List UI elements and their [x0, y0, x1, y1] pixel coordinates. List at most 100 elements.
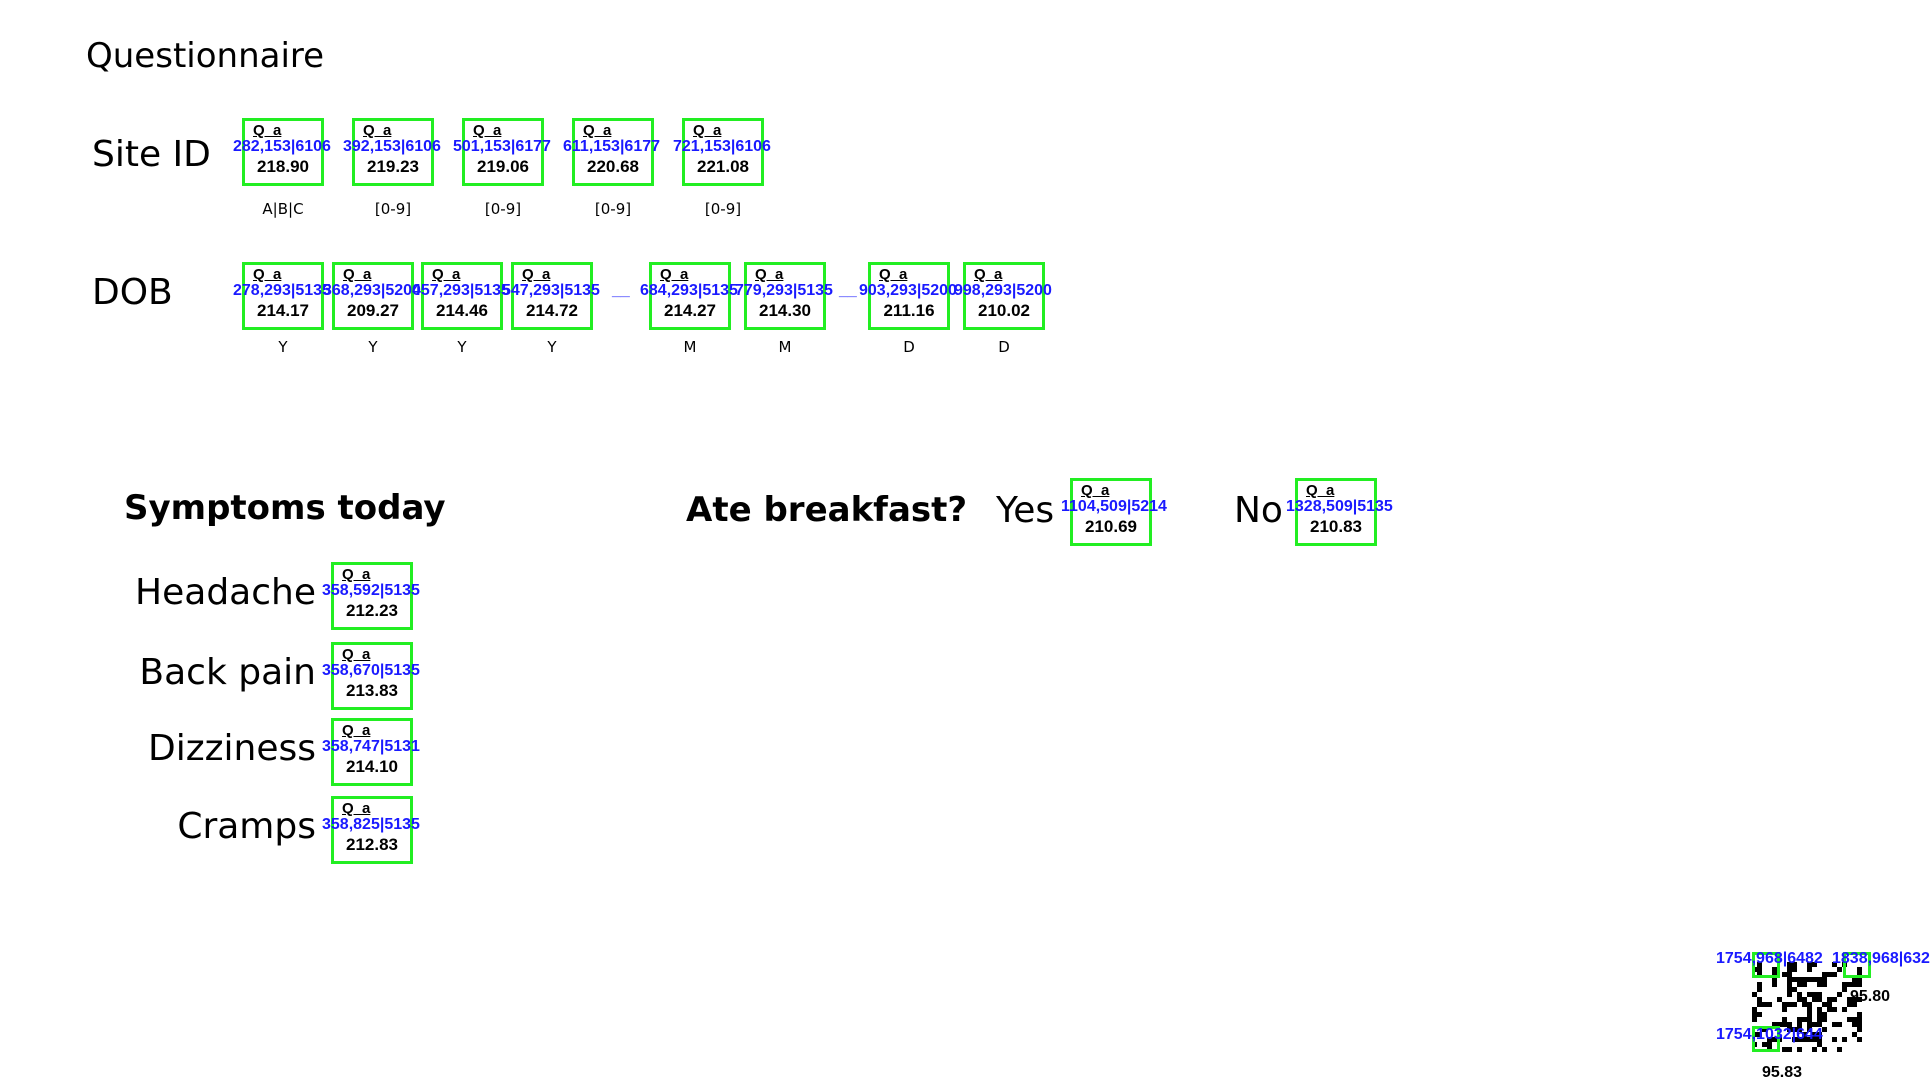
breakfast-option-label: No: [1234, 490, 1283, 531]
box-coordinates: 998,293|5200: [954, 282, 1052, 299]
box-score: 210.83: [1310, 517, 1362, 536]
box-format-hint: D: [903, 338, 915, 356]
box-field-id: Q_a: [342, 722, 371, 739]
box-coordinates: 457,293|5135: [412, 282, 510, 299]
box-score: 214.30: [759, 301, 811, 320]
box-format-hint: [0-9]: [484, 200, 522, 218]
box-format-hint: Y: [368, 338, 378, 356]
box-score: 214.27: [664, 301, 716, 320]
box-format-hint: A|B|C: [262, 200, 304, 218]
qr-coord-top-left: 1754,968|6482: [1716, 950, 1823, 967]
box-coordinates: 358,747|5131: [322, 738, 420, 755]
box-score: 221.08: [697, 157, 749, 176]
box-score: 214.72: [526, 301, 578, 320]
box-field-id: Q_a: [363, 122, 392, 139]
box-field-id: Q_a: [660, 266, 689, 283]
symptoms-heading: Symptoms today: [124, 488, 446, 528]
box-score: 213.83: [346, 681, 398, 700]
qr-code-icon: [1752, 962, 1862, 1052]
box-score: 214.10: [346, 757, 398, 776]
box-format-hint: [0-9]: [374, 200, 412, 218]
box-coordinates: 779,293|5135: [735, 282, 833, 299]
box-coordinates: 278,293|5135: [233, 282, 331, 299]
symptom-label: Dizziness: [148, 728, 316, 769]
box-coordinates: 1104,509|5214: [1061, 498, 1167, 515]
box-format-hint: M: [683, 338, 697, 356]
box-field-id: Q_a: [583, 122, 612, 139]
breakfast-option-label: Yes: [996, 490, 1055, 531]
box-coordinates: 903,293|5200: [859, 282, 957, 299]
box-field-id: Q_a: [473, 122, 502, 139]
box-coordinates: 358,825|5135: [322, 816, 420, 833]
qr-value-bottom: 95.83: [1762, 1064, 1803, 1081]
box-field-id: Q_a: [432, 266, 461, 283]
box-score: 214.46: [436, 301, 488, 320]
box-score: 219.06: [477, 157, 529, 176]
box-coordinates: 611,153|6177: [563, 138, 661, 155]
box-score: 218.90: [257, 157, 309, 176]
box-coordinates: 1328,509|5135: [1286, 498, 1393, 515]
box-score: 212.23: [346, 601, 398, 620]
symptom-label: Cramps: [177, 806, 316, 847]
box-coordinates: 368,293|5200: [323, 282, 421, 299]
box-coordinates: 684,293|5135: [640, 282, 738, 299]
box-field-id: Q_a: [1306, 482, 1335, 499]
box-format-hint: D: [998, 338, 1010, 356]
box-field-id: Q_a: [342, 646, 371, 663]
qr-anchor-bottom-left: [1752, 1026, 1780, 1052]
box-coordinates: 358,592|5135: [322, 582, 420, 599]
dob-separator: __: [839, 282, 857, 299]
qr-anchor-top-right: [1843, 952, 1871, 978]
box-field-id: Q_a: [342, 800, 371, 817]
site-id-label: Site ID: [92, 134, 211, 175]
box-score: 212.83: [346, 835, 398, 854]
box-field-id: Q_a: [693, 122, 722, 139]
box-coordinates: 358,670|5135: [322, 662, 420, 679]
box-score: 211.16: [883, 301, 935, 320]
box-field-id: Q_a: [343, 266, 372, 283]
box-score: 214.17: [257, 301, 309, 320]
qr-value-right: 95.80: [1850, 988, 1891, 1005]
box-score: 209.27: [347, 301, 399, 320]
box-score: 219.23: [367, 157, 419, 176]
box-coordinates: 282,153|6106: [233, 138, 331, 155]
qr-code: [1752, 958, 1872, 1058]
box-field-id: Q_a: [253, 122, 282, 139]
box-score: 210.02: [978, 301, 1030, 320]
box-field-id: Q_a: [879, 266, 908, 283]
box-field-id: Q_a: [342, 566, 371, 583]
box-field-id: Q_a: [253, 266, 282, 283]
breakfast-heading: Ate breakfast?: [686, 490, 968, 530]
box-field-id: Q_a: [974, 266, 1003, 283]
box-coordinates: 501,153|6177: [453, 138, 551, 155]
box-score: 210.69: [1085, 517, 1137, 536]
box-format-hint: Y: [547, 338, 557, 356]
box-field-id: Q_a: [1081, 482, 1110, 499]
box-field-id: Q_a: [755, 266, 784, 283]
box-format-hint: [0-9]: [704, 200, 742, 218]
symptom-label: Headache: [135, 572, 316, 613]
qr-coord-top-right: 1838,968|632: [1832, 950, 1930, 967]
box-coordinates: 547,293|5135: [502, 282, 600, 299]
questionnaire-title: Questionnaire: [86, 36, 325, 76]
box-coordinates: 392,153|6106: [343, 138, 441, 155]
